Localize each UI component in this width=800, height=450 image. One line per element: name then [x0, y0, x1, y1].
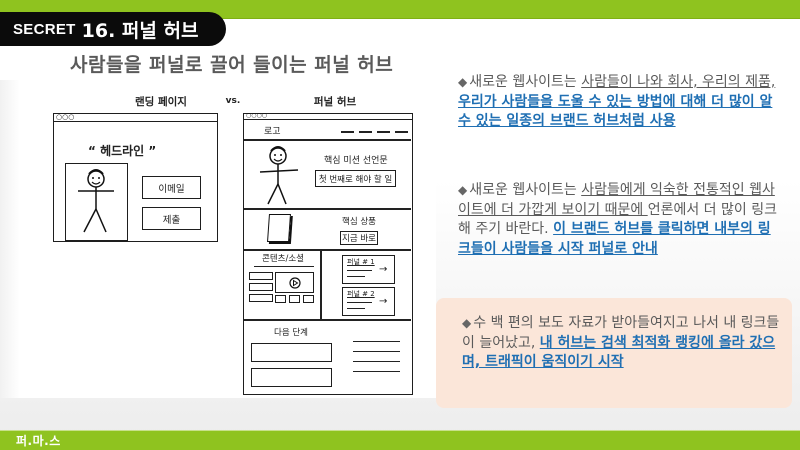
- thumb-block: [289, 295, 300, 303]
- video-player-sketch: [275, 272, 314, 293]
- headline-text: “ 헤드라인 ”: [88, 144, 157, 158]
- text-line: [353, 361, 400, 362]
- funnel-1-label: 퍼널 # 1: [347, 258, 375, 266]
- landing-page-label: 랜딩 페이지: [135, 96, 187, 108]
- person-image-frame: [65, 163, 128, 241]
- mission-statement-text: 핵심 미션 선언문: [324, 156, 388, 166]
- bullet-1-highlight: 우리가 사람들을 도울 수 있는 방법에 대해 더 많이 알 수 있는 일종의 …: [458, 93, 773, 130]
- text-line: [347, 270, 372, 271]
- bullet-2-underlined: 사람들에게 익숙한 전통적인 웹사이트에 더 가깝게 보이기 때문에: [458, 182, 775, 218]
- nav-dash: [395, 131, 408, 133]
- book-icon: [267, 214, 291, 242]
- thumb-block: [303, 295, 314, 303]
- funnel-2-label: 퍼널 # 2: [347, 290, 375, 298]
- window-dots-icon: ○○○○: [246, 112, 267, 119]
- funnel-2-card: 퍼널 # 2 →: [342, 287, 395, 316]
- bullet-3-highlight: 내 허브는 검색 최적화 랭킹에 올라 갔으며, 트래픽이 움직이기 시작: [462, 334, 776, 371]
- bullet-2: ◆새로운 웹사이트는 사람들에게 익숙한 전통적인 웹사이트에 더 가깝게 보이…: [458, 181, 783, 259]
- nav-dash: [359, 131, 372, 133]
- now-button-sketch: 지금 바로: [340, 231, 378, 245]
- content-block: [249, 272, 273, 280]
- secret-title: 16. 퍼널 허브: [81, 19, 199, 42]
- text-line: [347, 276, 365, 277]
- content-social-text: 콘텐츠/소셜: [262, 254, 304, 264]
- thumb-block: [275, 295, 286, 303]
- underline: [254, 266, 314, 267]
- secret-title-tab: SECRET 16. 퍼널 허브: [0, 12, 226, 46]
- arrow-right-icon: →: [379, 296, 388, 307]
- funnel-hub-sketch: ○○○○ 로고 핵심 미션 선언문 첫 번째로 해야 할 일 핵심 상품 지금 …: [243, 112, 413, 395]
- next-step-text: 다음 단계: [274, 328, 308, 338]
- logo-text: 로고: [264, 127, 281, 137]
- bottom-accent-bar: [0, 430, 800, 450]
- content-block: [249, 283, 273, 291]
- highlight-box: [436, 298, 792, 408]
- next-step-block: [251, 343, 332, 362]
- section-divider: [244, 208, 411, 210]
- content-block: [249, 294, 273, 302]
- bullet-3-plain: 수 백 편의 보도 자료가 받아들여지고 나서 내 링크들이 늘어났고,: [462, 315, 780, 351]
- text-line: [347, 302, 372, 303]
- bullet-1: ◆새로운 웹사이트는 사람들이 나와 회사, 우리의 제품, 우리가 사람들을 …: [458, 73, 778, 132]
- funnel-hub-label: 퍼널 허브: [313, 96, 357, 108]
- bullet-2-highlight: 이 브랜드 허브를 클릭하면 내부의 링크들이 사람들을 시작 퍼널로 안내: [458, 221, 771, 257]
- nav-dash: [377, 131, 390, 133]
- submit-button-sketch: 제출: [142, 207, 201, 230]
- bullet-1-underlined: 사람들이 나와 회사, 우리의 제품,: [581, 74, 776, 90]
- bullet-2-plain-2: 언론에서 더 많이 링크해 주기 바란다.: [458, 201, 777, 238]
- diamond-bullet-icon: ◆: [462, 316, 472, 330]
- section-divider: [244, 139, 411, 141]
- arrow-right-icon: →: [379, 264, 388, 275]
- bullet-2-plain: 새로운 웹사이트는: [469, 182, 582, 198]
- text-line: [353, 351, 400, 352]
- window-dots-icon: ○○○: [56, 113, 75, 121]
- next-step-block: [251, 368, 332, 387]
- text-line: [353, 341, 400, 342]
- nav-dash: [341, 131, 354, 133]
- vs-label: vs.: [225, 96, 241, 106]
- page-title: 사람들을 퍼널로 끌어 들이는 퍼널 허브: [70, 54, 394, 76]
- diamond-bullet-icon: ◆: [458, 75, 468, 89]
- play-icon: [288, 276, 301, 289]
- landing-page-sketch: ○○○ “ 헤드라인 ” 이메일 제출: [53, 113, 218, 242]
- secret-prefix: SECRET: [13, 20, 76, 38]
- first-action-sketch: 첫 번째로 해야 할 일: [315, 170, 396, 187]
- email-field-sketch: 이메일: [142, 176, 201, 199]
- brand-logo-text: 퍼.마.스: [16, 434, 61, 448]
- text-line: [353, 371, 400, 372]
- stick-figure-icon: [259, 146, 299, 205]
- stick-figure-icon: [78, 169, 114, 233]
- window-titlebar: ○○○○: [244, 112, 412, 120]
- column-divider: [320, 249, 322, 319]
- funnel-1-card: 퍼널 # 1 →: [342, 255, 395, 284]
- section-divider: [244, 319, 411, 321]
- bullet-1-plain: 새로운 웹사이트는: [469, 74, 582, 90]
- diamond-bullet-icon: ◆: [458, 183, 468, 197]
- bullet-3: ◆수 백 편의 보도 자료가 받아들여지고 나서 내 링크들이 늘어났고, 내 …: [462, 314, 782, 373]
- text-line: [347, 308, 365, 309]
- core-product-text: 핵심 상품: [342, 217, 376, 227]
- window-titlebar: ○○○: [54, 113, 217, 122]
- section-divider: [244, 249, 411, 251]
